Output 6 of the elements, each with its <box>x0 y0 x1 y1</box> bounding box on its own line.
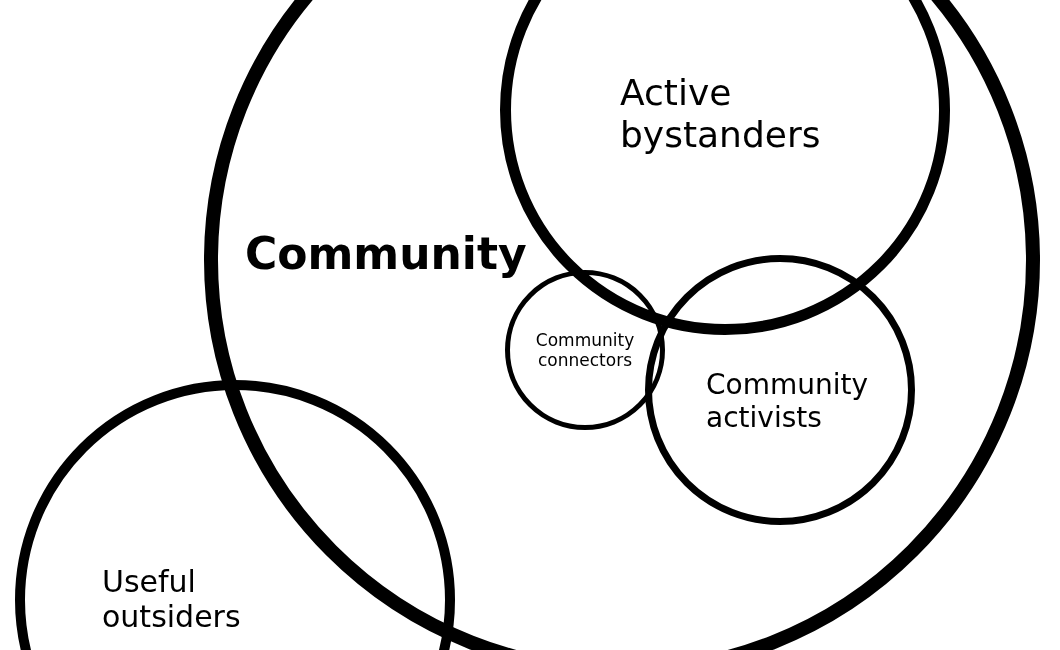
circle-label: Active bystanders <box>620 72 821 157</box>
activists-circle <box>645 255 915 525</box>
circle-label: Community activists <box>706 368 869 435</box>
circle-label: Community connectors <box>535 329 635 371</box>
circle-label: Useful outsiders <box>102 564 241 635</box>
circle-label: Community <box>245 228 527 280</box>
